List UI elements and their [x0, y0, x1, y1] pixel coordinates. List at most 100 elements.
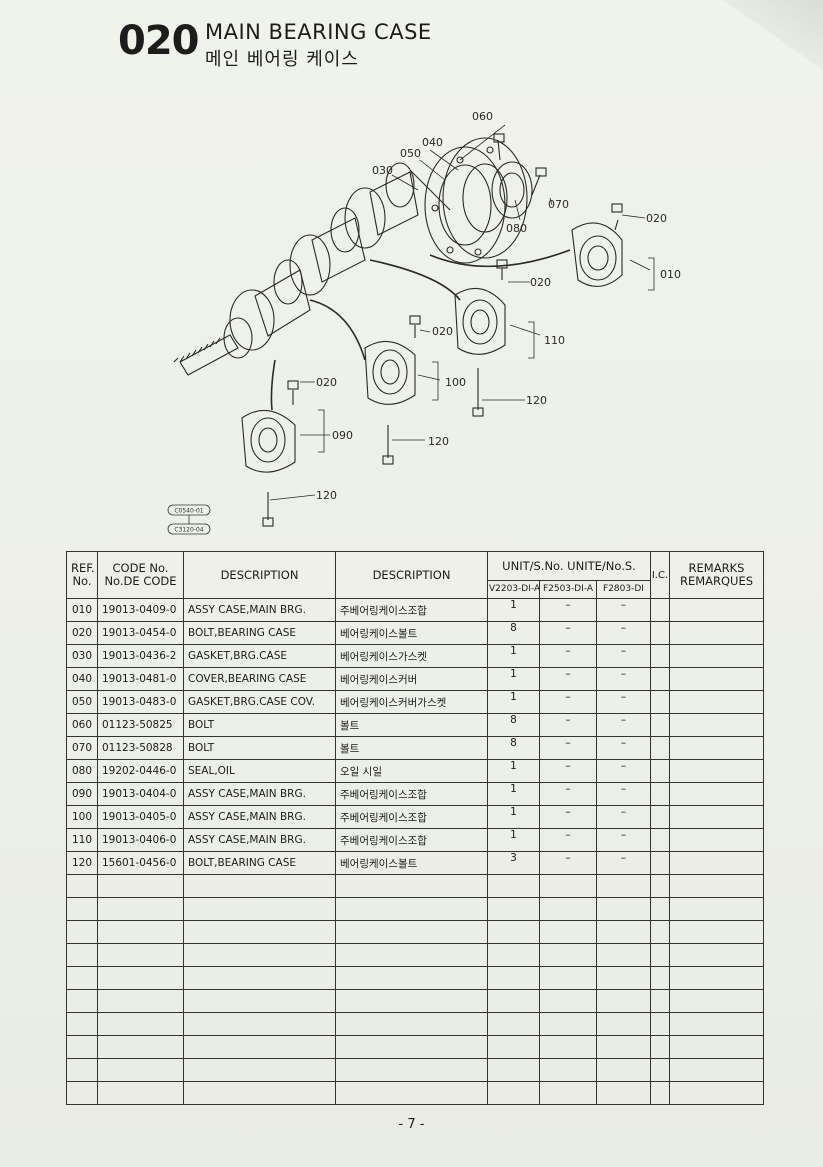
- cell-q1: 1: [487, 690, 540, 714]
- cell-q3: –: [596, 667, 651, 691]
- cell-empty: [669, 805, 764, 829]
- callout-080: 080: [506, 222, 527, 235]
- bolt-060-head: [493, 133, 505, 143]
- cell-empty: [669, 989, 764, 1013]
- cell-empty: [487, 897, 540, 921]
- cell-empty: [66, 1012, 98, 1036]
- cell-empty: [97, 920, 184, 944]
- cell-empty: [539, 1081, 597, 1105]
- cell-desc_en: ASSY CASE,MAIN BRG.: [183, 598, 336, 622]
- cell-empty: [183, 874, 336, 898]
- callout-070: 070: [548, 198, 569, 211]
- cell-empty: [669, 1012, 764, 1036]
- cell-empty: [650, 1012, 670, 1036]
- cell-code: 19013-0483-0: [97, 690, 184, 714]
- cell-desc_en: BOLT: [183, 736, 336, 760]
- cell-empty: [650, 644, 670, 668]
- cell-empty: [97, 1081, 184, 1105]
- exploded-parts-diagram: 060 040 050 030 070 080 020 010 020 110 …: [173, 110, 681, 527]
- cell-q3: –: [596, 621, 651, 645]
- cell-empty: [650, 920, 670, 944]
- cell-q1: 1: [487, 598, 540, 622]
- cell-desc_ko: 주베어링케이스조합: [335, 598, 488, 622]
- page-number: - 7 -: [398, 1117, 425, 1132]
- cell-empty: [669, 1058, 764, 1082]
- table-row-empty: [66, 1058, 764, 1082]
- cell-empty: [487, 943, 540, 967]
- cell-q3: –: [596, 598, 651, 622]
- cell-empty: [650, 828, 670, 852]
- cell-desc_en: ASSY CASE,MAIN BRG.: [183, 805, 336, 829]
- cell-empty: [183, 943, 336, 967]
- cell-empty: [596, 874, 651, 898]
- stamp-code-1: C0540-01: [174, 508, 203, 515]
- cell-empty: [650, 713, 670, 737]
- cell-q1: 1: [487, 759, 540, 783]
- cell-ref: 080: [66, 759, 98, 783]
- bearing-case-090-drawing: [241, 380, 299, 527]
- callout-110: 110: [544, 334, 565, 347]
- cell-empty: [596, 943, 651, 967]
- cell-empty: [650, 989, 670, 1013]
- cell-empty: [183, 966, 336, 990]
- header-unit-f2503: F2503-DI-A: [539, 580, 597, 599]
- bearing-case-010-drawing: [571, 203, 623, 287]
- page-title-ko: 메인 베어링 케이스: [205, 49, 359, 70]
- header-description-local: DESCRIPTION: [335, 551, 488, 599]
- cell-desc_ko: 주베어링케이스조합: [335, 782, 488, 806]
- table-row-empty: [66, 1081, 764, 1105]
- cell-empty: [183, 920, 336, 944]
- cell-ref: 100: [66, 805, 98, 829]
- cell-ref: 020: [66, 621, 98, 645]
- cell-empty: [539, 874, 597, 898]
- cell-empty: [487, 874, 540, 898]
- cell-empty: [66, 966, 98, 990]
- cell-q3: –: [596, 782, 651, 806]
- cell-empty: [650, 943, 670, 967]
- cell-empty: [97, 874, 184, 898]
- cell-desc_ko: 베어링케이스볼트: [335, 621, 488, 645]
- cell-code: 01123-50825: [97, 713, 184, 737]
- header-unit-f2803: F2803-DI: [596, 580, 651, 599]
- cell-ref: 110: [66, 828, 98, 852]
- table-row-empty: [66, 897, 764, 921]
- cell-desc_ko: 주베어링케이스조합: [335, 828, 488, 852]
- cell-empty: [650, 759, 670, 783]
- cell-empty: [650, 782, 670, 806]
- callout-100: 100: [445, 376, 466, 389]
- header-remarks: REMARKS REMARQUES: [669, 551, 764, 599]
- cell-empty: [66, 989, 98, 1013]
- cell-empty: [650, 1081, 670, 1105]
- cell-empty: [487, 989, 540, 1013]
- cell-empty: [650, 1058, 670, 1082]
- cell-empty: [650, 805, 670, 829]
- page-fold-corner: [703, 0, 823, 70]
- cell-empty: [183, 1081, 336, 1105]
- cell-empty: [650, 667, 670, 691]
- cell-q3: –: [596, 644, 651, 668]
- cell-empty: [66, 943, 98, 967]
- cell-q2: –: [539, 759, 597, 783]
- cell-empty: [650, 736, 670, 760]
- bearing-case-100-drawing: [364, 315, 421, 465]
- cell-ref: 070: [66, 736, 98, 760]
- cell-desc_ko: 베어링케이스커버가스켓: [335, 690, 488, 714]
- table-row-empty: [66, 989, 764, 1013]
- cell-empty: [669, 920, 764, 944]
- cell-desc_en: GASKET,BRG.CASE COV.: [183, 690, 336, 714]
- header-unit-v2203: V2203-DI-A: [487, 580, 540, 599]
- cell-empty: [97, 966, 184, 990]
- header-description-en: DESCRIPTION: [183, 551, 336, 599]
- cell-empty: [669, 851, 764, 875]
- cell-empty: [66, 874, 98, 898]
- cell-code: 19013-0405-0: [97, 805, 184, 829]
- cell-empty: [669, 1081, 764, 1105]
- cell-desc_ko: 볼트: [335, 713, 488, 737]
- callout-090: 090: [332, 429, 353, 442]
- cell-empty: [335, 943, 488, 967]
